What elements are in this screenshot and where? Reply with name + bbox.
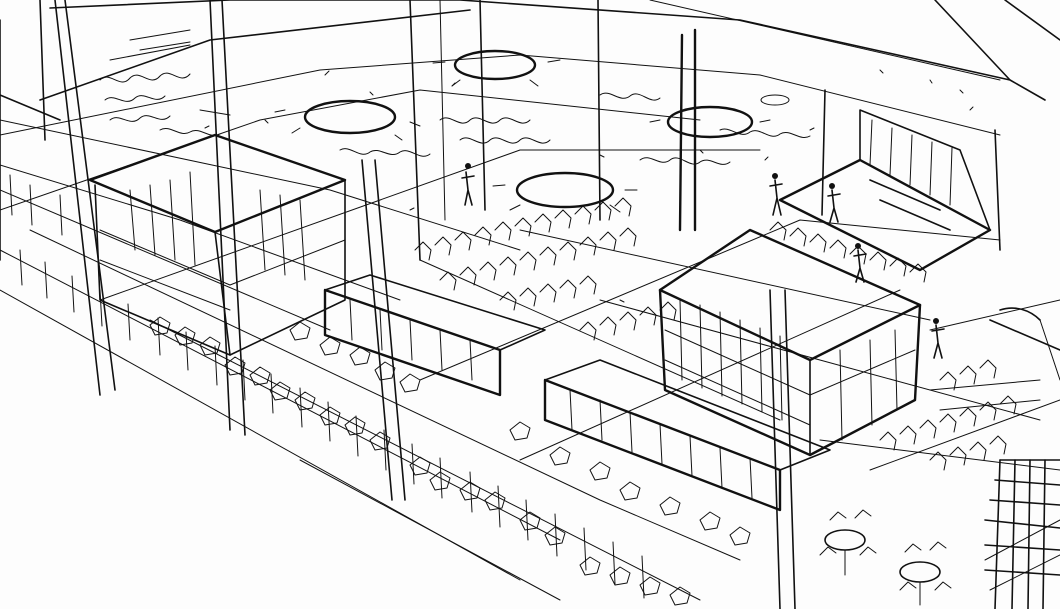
pendant-light [666,105,754,139]
scattered-marks [109,29,974,303]
left-room-box [88,133,347,356]
pendant-lights [274,49,790,213]
round-table [824,529,866,551]
right-room-box [658,228,922,457]
cafe-tables [819,509,952,606]
round-table [899,561,941,583]
chair-rows [414,197,1017,471]
pendant-light [453,49,537,81]
right-edge-structure [984,459,1060,609]
standing-figure [853,249,867,283]
right-wall-details [929,0,1060,411]
roof-outline [0,0,1046,136]
standing-figure [461,167,475,206]
mezzanine [778,109,992,272]
human-figures [461,163,945,359]
center-counter [323,274,831,512]
pendant-light [515,171,615,209]
standing-figure [827,189,841,223]
columns [0,0,1001,609]
standing-figure [931,324,945,359]
lower-chair-groups [149,316,751,606]
pendant-light [303,99,397,135]
floor-edge-ticks [9,174,645,599]
seating-scribbles-upper [99,72,811,165]
standing-figure [769,179,783,216]
